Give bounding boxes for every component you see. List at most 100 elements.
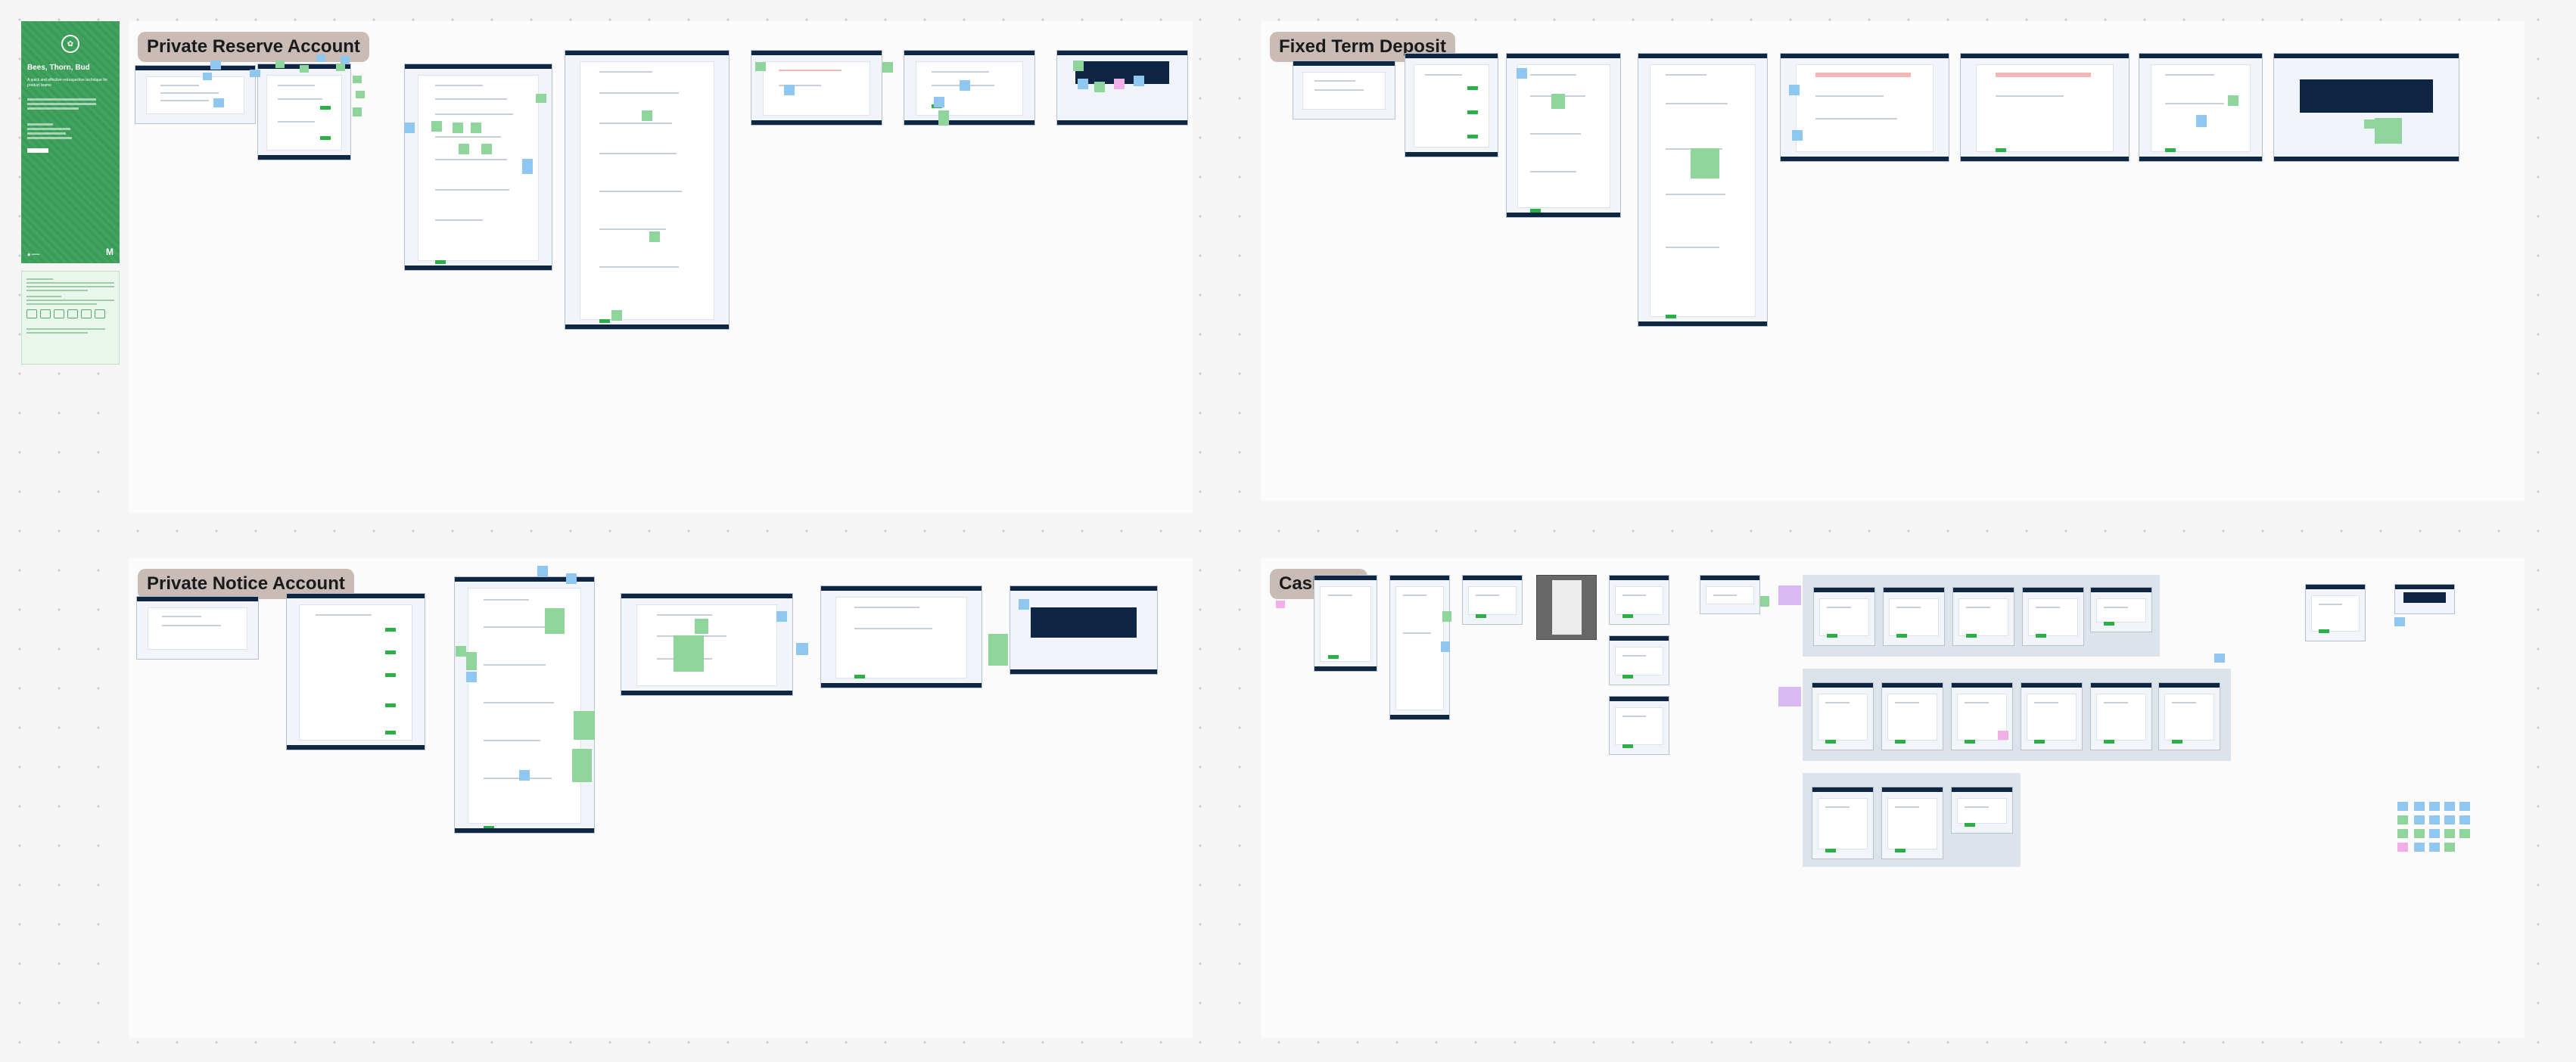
screen-frame[interactable]: [820, 585, 982, 688]
screen-frame[interactable]: [2305, 584, 2366, 641]
sticky-note[interactable]: [203, 73, 212, 80]
sticky-note[interactable]: [755, 62, 766, 71]
sticky-note[interactable]: [2196, 115, 2207, 127]
screen-frame[interactable]: [1638, 53, 1768, 327]
screen-frame[interactable]: [1952, 587, 2014, 646]
screen-frame[interactable]: [2021, 682, 2083, 750]
sticky-note[interactable]: [2394, 617, 2405, 626]
screen-frame[interactable]: [751, 50, 882, 126]
sticky-note[interactable]: [459, 144, 469, 154]
sticky-note[interactable]: [1792, 130, 1803, 141]
sticky-note[interactable]: [1778, 687, 1801, 706]
screen-frame[interactable]: [2090, 682, 2152, 750]
sticky-note[interactable]: [2364, 120, 2375, 129]
sticky-palette[interactable]: [2397, 802, 2473, 858]
screen-frame[interactable]: [1536, 575, 1597, 640]
sticky-note[interactable]: [537, 566, 548, 576]
screen-frame[interactable]: [1700, 575, 1760, 614]
sticky-note[interactable]: [353, 76, 362, 83]
screen-frame[interactable]: [2273, 53, 2459, 162]
screen-frame[interactable]: [1780, 53, 1949, 162]
screen-frame[interactable]: [1883, 587, 1945, 646]
screen-frame[interactable]: [1405, 53, 1498, 157]
sticky-note[interactable]: [1517, 68, 1527, 79]
sticky-note[interactable]: [341, 56, 350, 64]
sticky-note[interactable]: [536, 94, 546, 103]
sticky-note[interactable]: [934, 97, 944, 107]
sticky-note[interactable]: [316, 54, 325, 62]
sticky-note[interactable]: [574, 711, 595, 740]
screen-frame[interactable]: [136, 596, 259, 660]
sticky-note[interactable]: [1094, 82, 1105, 92]
screen-frame[interactable]: [135, 65, 256, 124]
sticky-note[interactable]: [275, 61, 285, 68]
sticky-note[interactable]: [404, 123, 415, 133]
screen-frame[interactable]: [1609, 575, 1669, 625]
sticky-note[interactable]: [649, 231, 660, 242]
sticky-note[interactable]: [213, 98, 224, 107]
sticky-note[interactable]: [960, 80, 970, 91]
section-label-private-notice[interactable]: Private Notice Account: [138, 569, 354, 599]
sticky-note[interactable]: [1551, 94, 1565, 109]
sticky-note[interactable]: [611, 310, 622, 321]
screen-frame[interactable]: [2090, 587, 2152, 632]
screen-frame[interactable]: [286, 593, 425, 750]
sticky-note[interactable]: [572, 749, 592, 782]
screen-frame[interactable]: [621, 593, 793, 696]
sticky-note[interactable]: [1114, 79, 1125, 89]
sticky-note[interactable]: [695, 619, 708, 634]
screen-frame[interactable]: [1951, 682, 2013, 750]
cover-button[interactable]: [27, 148, 48, 153]
sticky-note[interactable]: [466, 652, 477, 670]
screen-frame[interactable]: [1881, 682, 1943, 750]
screen-frame[interactable]: [2158, 682, 2220, 750]
sticky-note[interactable]: [456, 646, 466, 657]
sticky-note[interactable]: [522, 159, 533, 174]
sticky-note[interactable]: [566, 573, 577, 584]
sticky-note[interactable]: [336, 64, 345, 71]
sticky-note[interactable]: [1998, 731, 2008, 740]
screen-frame[interactable]: [1812, 682, 1874, 750]
sticky-note[interactable]: [1789, 85, 1800, 95]
sticky-note[interactable]: [1778, 585, 1801, 605]
sticky-note[interactable]: [353, 107, 362, 116]
sticky-note[interactable]: [210, 61, 221, 70]
sticky-note[interactable]: [988, 634, 1008, 666]
sticky-note[interactable]: [431, 121, 442, 132]
screen-frame[interactable]: [1812, 787, 1874, 859]
screen-frame[interactable]: [904, 50, 1035, 126]
screen-frame[interactable]: [1462, 575, 1523, 625]
screen-frame[interactable]: [1813, 587, 1875, 646]
sticky-note[interactable]: [2214, 654, 2225, 663]
sticky-note[interactable]: [1073, 61, 1084, 71]
screen-frame[interactable]: [2139, 53, 2263, 162]
sticky-note[interactable]: [1441, 641, 1450, 652]
screen-frame[interactable]: [1951, 787, 2013, 834]
screen-frame[interactable]: [565, 50, 730, 330]
section-label-private-reserve[interactable]: Private Reserve Account: [138, 32, 369, 62]
screen-frame[interactable]: [1881, 787, 1943, 859]
sticky-note[interactable]: [356, 91, 365, 98]
screen-frame[interactable]: [1609, 696, 1669, 755]
screen-frame[interactable]: [1293, 61, 1395, 120]
sticky-note[interactable]: [642, 110, 652, 121]
sticky-note[interactable]: [1691, 148, 1719, 179]
screen-frame[interactable]: [1314, 575, 1377, 672]
sticky-note[interactable]: [1019, 599, 1029, 610]
sticky-note[interactable]: [1760, 596, 1769, 607]
sticky-note[interactable]: [1442, 611, 1451, 622]
sticky-note[interactable]: [2228, 95, 2238, 106]
sticky-note[interactable]: [1134, 76, 1144, 86]
sticky-note[interactable]: [300, 65, 309, 73]
sticky-note[interactable]: [674, 635, 704, 672]
sticky-note[interactable]: [938, 110, 949, 126]
screen-frame[interactable]: [1506, 53, 1621, 218]
sticky-note[interactable]: [250, 70, 260, 77]
sticky-note[interactable]: [471, 123, 481, 133]
screen-frame[interactable]: [1960, 53, 2130, 162]
screen-frame[interactable]: [2022, 587, 2084, 646]
sticky-note[interactable]: [2375, 118, 2402, 144]
sticky-note[interactable]: [453, 123, 463, 133]
retro-cover-card[interactable]: ✿ Bees, Thorn, Bud A quick and effective…: [21, 21, 120, 263]
retro-instructions-card[interactable]: [21, 271, 120, 365]
